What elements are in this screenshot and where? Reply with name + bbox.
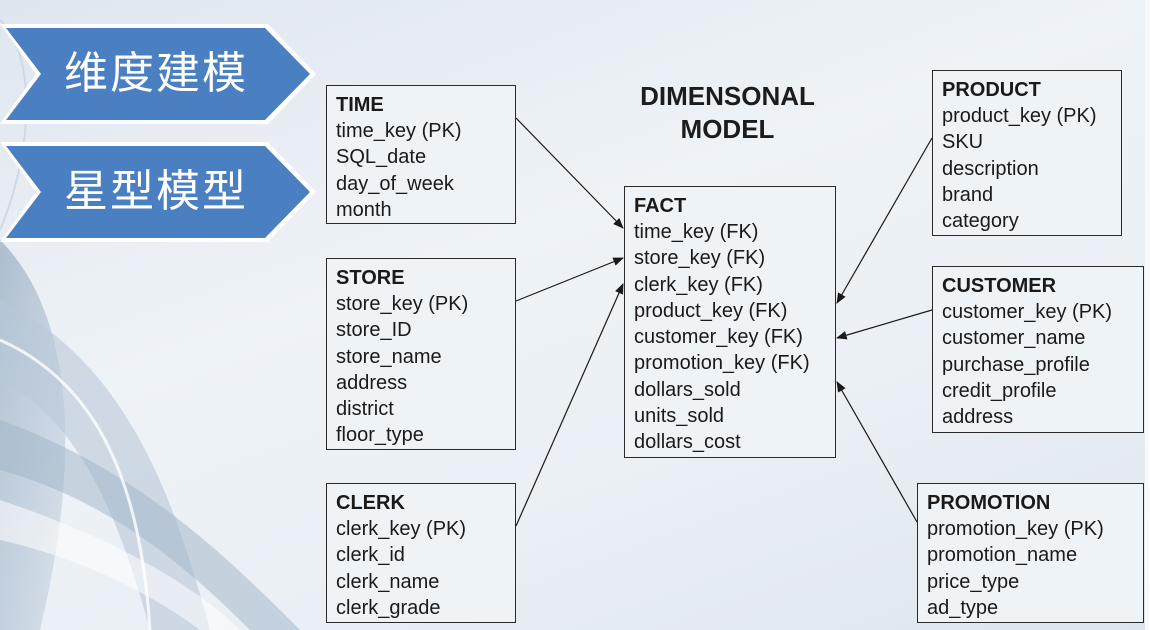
field: address: [336, 371, 408, 394]
field: clerk_grade: [336, 596, 441, 619]
field: time_key (PK): [336, 120, 462, 142]
field: month: [336, 198, 392, 221]
field: category: [942, 210, 1019, 233]
field: dollars_sold: [634, 378, 741, 401]
right-frame: [1145, 0, 1150, 630]
field: customer_key (PK): [942, 301, 1113, 323]
entity-product: PRODUCT product_key (PK) SKU description…: [932, 70, 1122, 236]
field: clerk_key (PK): [336, 518, 467, 540]
entity-name: CUSTOMER: [942, 275, 1057, 297]
entity-name: PRODUCT: [942, 79, 1041, 101]
field: credit_profile: [942, 379, 1057, 402]
field: description: [942, 157, 1039, 180]
entity-clerk: CLERK clerk_key (PK) clerk_id clerk_name…: [326, 483, 516, 623]
entity-promotion: PROMOTION promotion_key (PK) promotion_n…: [917, 483, 1144, 623]
field: customer_name: [942, 327, 1086, 350]
field: dollars_cost: [634, 431, 741, 454]
tag-dimensional-modeling: 维度建模: [0, 22, 318, 126]
field: ad_type: [927, 596, 999, 619]
field: price_type: [927, 570, 1020, 593]
tag-label: 维度建模: [64, 48, 248, 99]
field: product_key (FK): [634, 299, 788, 322]
tag-label: 星型模型: [64, 166, 248, 217]
field: SQL_date: [336, 146, 427, 169]
field: time_key (FK): [634, 221, 759, 243]
field: purchase_profile: [942, 353, 1090, 376]
field: store_name: [336, 345, 442, 368]
entity-customer: CUSTOMER customer_key (PK) customer_name…: [932, 266, 1144, 433]
field: promotion_key (FK): [634, 352, 810, 375]
entity-store: STORE store_key (PK) store_ID store_name…: [326, 258, 516, 450]
entity-name: FACT: [634, 195, 687, 217]
field: clerk_name: [336, 570, 440, 593]
field: address: [942, 406, 1014, 429]
field: promotion_name: [927, 544, 1078, 567]
tag-star-schema: 星型模型: [0, 140, 318, 244]
field: floor_type: [336, 424, 424, 447]
field: day_of_week: [336, 172, 454, 195]
field: brand: [942, 183, 994, 206]
entity-time: TIME time_key (PK) SQL_date day_of_week …: [326, 85, 516, 224]
field: store_key (FK): [634, 247, 766, 270]
field: customer_key (FK): [634, 326, 803, 349]
field: SKU: [942, 131, 984, 154]
entity-name: PROMOTION: [927, 492, 1051, 514]
entity-name: STORE: [336, 267, 405, 289]
field: store_ID: [336, 319, 412, 342]
field: clerk_id: [336, 544, 405, 567]
entity-name: TIME: [336, 94, 384, 116]
field: store_key (PK): [336, 293, 469, 315]
entity-name: CLERK: [336, 492, 405, 514]
field: units_sold: [634, 405, 725, 428]
field: promotion_key (PK): [927, 518, 1104, 540]
field: product_key (PK): [942, 105, 1097, 127]
field: district: [336, 398, 394, 421]
field: clerk_key (FK): [634, 273, 763, 296]
diagram-title: DIMENSONAL MODEL: [640, 81, 815, 144]
entity-fact: FACT time_key (FK) store_key (FK) clerk_…: [624, 186, 836, 458]
